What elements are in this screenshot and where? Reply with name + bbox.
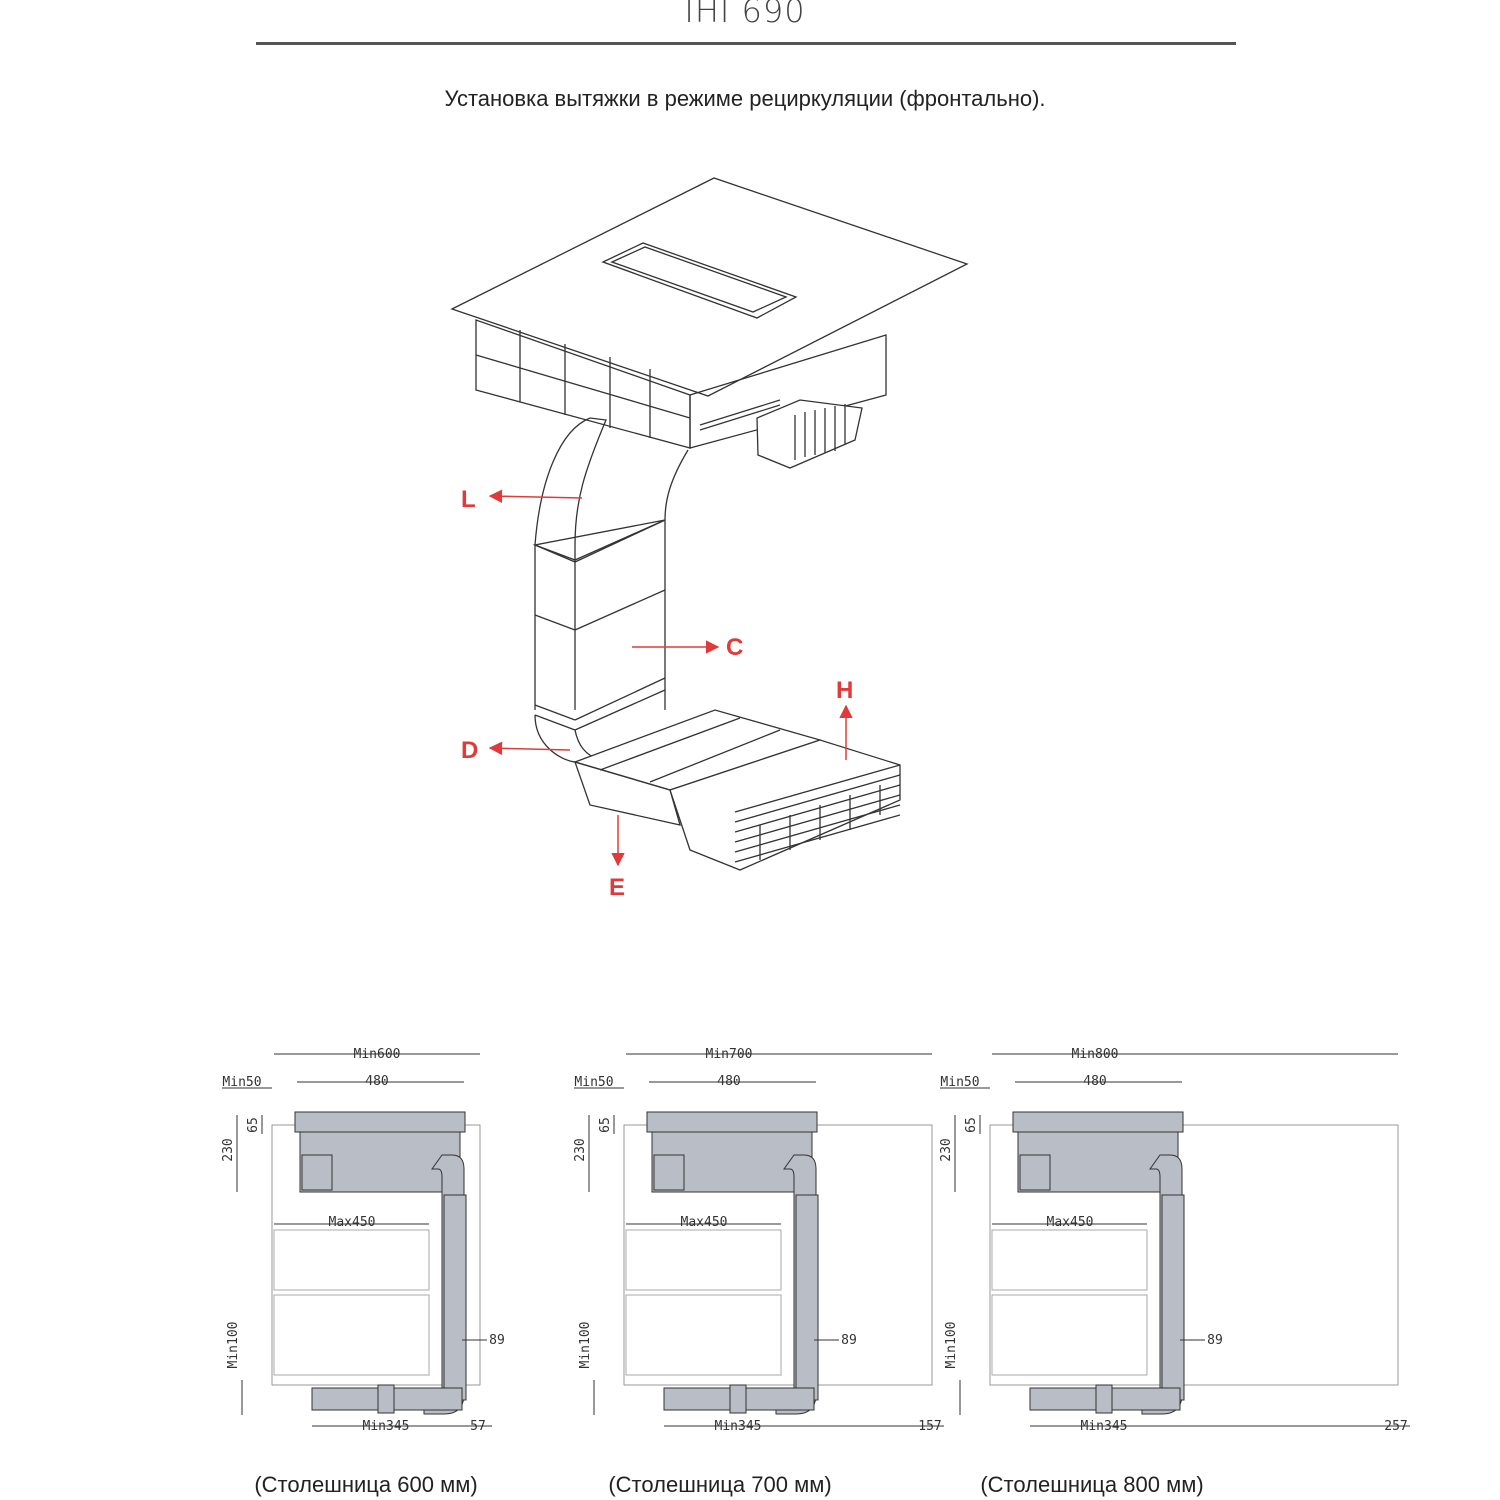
dim-height-230: 230 bbox=[573, 1138, 588, 1161]
section-1 bbox=[623, 1111, 933, 1415]
section-2 bbox=[989, 1111, 1399, 1415]
hob-top-plate bbox=[294, 1111, 466, 1133]
duct-coupler bbox=[729, 1384, 747, 1414]
dim-duct: 89 bbox=[841, 1333, 857, 1348]
page-title: IHI 690 bbox=[684, 0, 806, 30]
duct-riser bbox=[795, 1194, 819, 1401]
label-d: D bbox=[461, 737, 478, 764]
dim-min-100: Min100 bbox=[226, 1322, 241, 1369]
dim-min-side: Min50 bbox=[222, 1075, 261, 1090]
dim-offset: 57 bbox=[470, 1419, 486, 1434]
dim-top-width: 480 bbox=[1083, 1074, 1106, 1089]
drawer-upper bbox=[273, 1229, 430, 1291]
dim-max-width: Max450 bbox=[329, 1215, 376, 1230]
title-divider bbox=[256, 42, 1236, 45]
caption-700: (Столешница 700 мм) bbox=[608, 1472, 832, 1497]
vertical-duct bbox=[532, 417, 689, 731]
duct-coupler bbox=[377, 1384, 395, 1414]
drawer-lower bbox=[625, 1294, 782, 1376]
dim-height-230: 230 bbox=[221, 1138, 236, 1161]
drawer-upper bbox=[625, 1229, 782, 1291]
label-h: H bbox=[836, 677, 853, 704]
hob-body bbox=[475, 319, 887, 469]
dim-height-65: 65 bbox=[964, 1117, 979, 1133]
motor-block bbox=[1019, 1154, 1051, 1191]
filter-box bbox=[669, 739, 901, 871]
dim-max-width: Max450 bbox=[1047, 1215, 1094, 1230]
dim-min-345: Min345 bbox=[363, 1419, 410, 1434]
hob-glass-top bbox=[450, 177, 969, 397]
dim-min-side: Min50 bbox=[574, 1075, 613, 1090]
dim-min-width: Min800 bbox=[1072, 1047, 1119, 1062]
iso-illustration: L C D H E bbox=[450, 177, 969, 901]
dim-min-100: Min100 bbox=[578, 1322, 593, 1369]
dim-min-345: Min345 bbox=[1081, 1419, 1128, 1434]
motor-block bbox=[301, 1154, 333, 1191]
arrow-l bbox=[488, 489, 583, 504]
dim-top-width: 480 bbox=[717, 1074, 740, 1089]
hob-top-plate bbox=[646, 1111, 818, 1133]
arrow-d bbox=[488, 741, 571, 756]
caption-800: (Столешница 800 мм) bbox=[980, 1472, 1204, 1497]
dim-height-65: 65 bbox=[246, 1117, 261, 1133]
dim-offset: 257 bbox=[1384, 1419, 1407, 1434]
duct-coupler bbox=[1095, 1384, 1113, 1414]
drawer-lower bbox=[991, 1294, 1148, 1376]
label-e: E bbox=[609, 874, 625, 901]
dim-max-width: Max450 bbox=[681, 1215, 728, 1230]
dim-offset: 157 bbox=[918, 1419, 941, 1434]
dim-duct: 89 bbox=[1207, 1333, 1223, 1348]
label-c: C bbox=[726, 634, 743, 661]
dim-min-width: Min600 bbox=[354, 1047, 401, 1062]
hob-top-plate bbox=[1012, 1111, 1184, 1133]
drawer-upper bbox=[991, 1229, 1148, 1291]
duct-riser bbox=[1161, 1194, 1185, 1401]
dim-min-345: Min345 bbox=[715, 1419, 762, 1434]
dim-min-side: Min50 bbox=[940, 1075, 979, 1090]
dim-duct: 89 bbox=[489, 1333, 505, 1348]
drawer-lower bbox=[273, 1294, 430, 1376]
dim-top-width: 480 bbox=[365, 1074, 388, 1089]
caption-600: (Столешница 600 мм) bbox=[254, 1472, 478, 1497]
dim-min-width: Min700 bbox=[706, 1047, 753, 1062]
dim-min-100: Min100 bbox=[944, 1322, 959, 1369]
dim-height-65: 65 bbox=[598, 1117, 613, 1133]
duct-riser bbox=[443, 1194, 467, 1401]
dim-height-230: 230 bbox=[939, 1138, 954, 1161]
section-0 bbox=[271, 1111, 481, 1415]
page-subtitle: Установка вытяжки в режиме рециркуляции … bbox=[444, 86, 1046, 111]
label-l: L bbox=[461, 486, 476, 513]
cabinet-outline bbox=[989, 1124, 1399, 1386]
motor-block bbox=[653, 1154, 685, 1191]
